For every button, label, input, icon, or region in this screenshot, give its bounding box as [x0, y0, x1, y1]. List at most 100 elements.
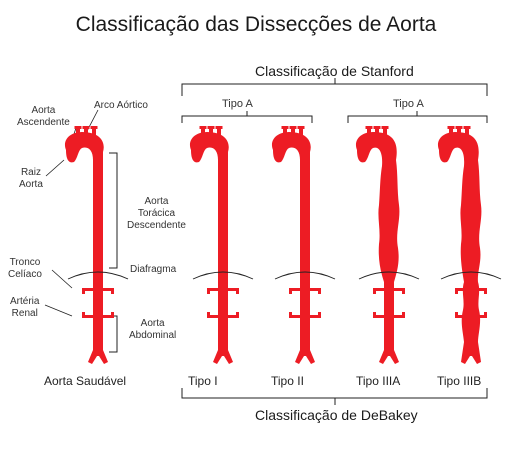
stanford-label: Classificação de Stanford — [255, 63, 414, 79]
renal-tip-r-type-2 — [318, 312, 321, 318]
label-thoracic-aorta: Aorta Torácica Descendente — [127, 196, 186, 231]
aorta-body-healthy — [64, 132, 108, 364]
celiac-branch-healthy — [84, 288, 112, 291]
arch-branch-cap-type-3b-2 — [463, 126, 471, 129]
arch-branch-cap-healthy-2 — [90, 126, 98, 129]
renal-branch-type-2 — [291, 315, 319, 318]
aorta-healthy — [64, 126, 114, 364]
aorta-type-3b — [437, 126, 487, 364]
renal-tip-l-type-3b — [455, 312, 458, 318]
arch-branch-cap-type-3a-0 — [365, 126, 373, 129]
arch-branch-healthy-0 — [76, 126, 80, 135]
diaphragm-arc-type-3b — [440, 271, 502, 280]
label-ascending-aorta: Aorta Ascendente — [17, 105, 70, 128]
arch-branch-cap-type-3b-0 — [447, 126, 455, 129]
label-aortic-arch: Arco Aórtico — [94, 100, 148, 111]
celiac-tip-l-type-1 — [207, 288, 210, 294]
arch-branch-type-2-2 — [299, 126, 303, 135]
arch-branch-type-3a-1 — [375, 126, 379, 135]
celiac-tip-r-type-3a — [402, 288, 405, 294]
type-b-label: Tipo A — [393, 98, 424, 110]
caption-type-1: Tipo I — [188, 374, 218, 388]
caption-type-3b: Tipo IIIB — [437, 374, 482, 388]
renal-tip-r-type-1 — [236, 312, 239, 318]
celiac-tip-r-type-1 — [236, 288, 239, 294]
diaphragm-arc-type-1 — [192, 271, 254, 280]
renal-tip-l-healthy — [82, 312, 85, 318]
arch-branch-cap-type-3b-1 — [455, 126, 463, 129]
arch-branch-cap-healthy-1 — [82, 126, 90, 129]
celiac-branch-type-3a — [375, 288, 403, 291]
label-abdominal-aorta: Aorta Abdominal — [129, 318, 177, 341]
arch-branch-type-1-0 — [201, 126, 205, 135]
arch-branch-healthy-2 — [92, 126, 96, 135]
celiac-branch-type-2 — [291, 288, 319, 291]
diaphragm-arc-type-3a — [358, 271, 420, 280]
label-diaphragm: Diafragma — [130, 264, 177, 275]
label-aortic-root: Raiz Aorta — [19, 167, 43, 190]
diaphragm-arc-healthy — [67, 271, 129, 280]
label-celiac-trunk: Tronco Celíaco — [8, 257, 42, 280]
arch-branch-type-2-0 — [283, 126, 287, 135]
arch-branch-type-1-1 — [209, 126, 213, 135]
arch-branch-type-3b-1 — [457, 126, 461, 135]
label-renal-artery: Artéria Renal — [10, 296, 40, 319]
aorta-type-1 — [189, 126, 239, 364]
aorta-body-type-3b — [437, 132, 482, 364]
aorta-type-2 — [271, 126, 321, 364]
renal-tip-l-type-2 — [289, 312, 292, 318]
caption-type-2: Tipo II — [271, 374, 304, 388]
celiac-tip-l-healthy — [82, 288, 85, 294]
renal-branch-healthy — [84, 315, 112, 318]
aortas-group — [64, 126, 487, 364]
renal-branch-type-3a — [375, 315, 403, 318]
renal-tip-l-type-1 — [207, 312, 210, 318]
debakey-bracket — [181, 388, 488, 405]
caption-type-3a: Tipo IIIA — [356, 374, 401, 388]
arch-branch-cap-type-1-2 — [215, 126, 223, 129]
arch-branch-type-1-2 — [217, 126, 221, 135]
renal-branch-type-3b — [457, 315, 485, 318]
aorta-body-type-1 — [189, 132, 233, 364]
type-a-bracket — [181, 111, 313, 123]
arch-branch-cap-type-2-2 — [297, 126, 305, 129]
type-b-bracket — [347, 111, 488, 123]
celiac-tip-l-type-3b — [455, 288, 458, 294]
arch-branch-type-2-1 — [291, 126, 295, 135]
arch-branch-cap-type-1-0 — [199, 126, 207, 129]
arch-branch-cap-type-2-1 — [289, 126, 297, 129]
renal-tip-r-type-3b — [484, 312, 487, 318]
arch-branch-cap-type-3a-1 — [373, 126, 381, 129]
debakey-label: Classificação de DeBakey — [255, 407, 418, 423]
arch-branch-type-3b-2 — [465, 126, 469, 135]
renal-branch-type-1 — [209, 315, 237, 318]
celiac-tip-r-type-3b — [484, 288, 487, 294]
renal-tip-r-type-3a — [402, 312, 405, 318]
celiac-tip-l-type-2 — [289, 288, 292, 294]
thoracic-bracket — [109, 152, 118, 353]
celiac-branch-type-1 — [209, 288, 237, 291]
arch-branch-cap-healthy-0 — [74, 126, 82, 129]
arch-branch-type-3b-0 — [449, 126, 453, 135]
arch-branch-type-3a-2 — [383, 126, 387, 135]
celiac-tip-r-healthy — [111, 288, 114, 294]
renal-tip-r-healthy — [111, 312, 114, 318]
arch-branch-type-3a-0 — [367, 126, 371, 135]
stanford-bracket — [181, 78, 488, 96]
aorta-body-type-3a — [355, 132, 400, 364]
aorta-type-3a — [355, 126, 405, 364]
arch-branch-healthy-1 — [84, 126, 88, 135]
caption-healthy-aorta: Aorta Saudável — [44, 374, 127, 388]
arch-branch-cap-type-1-1 — [207, 126, 215, 129]
aorta-body-type-2 — [271, 132, 315, 364]
celiac-tip-l-type-3a — [373, 288, 376, 294]
diaphragm-arcs — [67, 271, 502, 280]
arch-branch-cap-type-3a-2 — [381, 126, 389, 129]
celiac-branch-type-3b — [457, 288, 485, 291]
diaphragm-arc-type-2 — [274, 271, 336, 280]
diagram-title: Classificação das Dissecções de Aorta — [75, 13, 437, 36]
arch-branch-cap-type-2-0 — [281, 126, 289, 129]
renal-tip-l-type-3a — [373, 312, 376, 318]
